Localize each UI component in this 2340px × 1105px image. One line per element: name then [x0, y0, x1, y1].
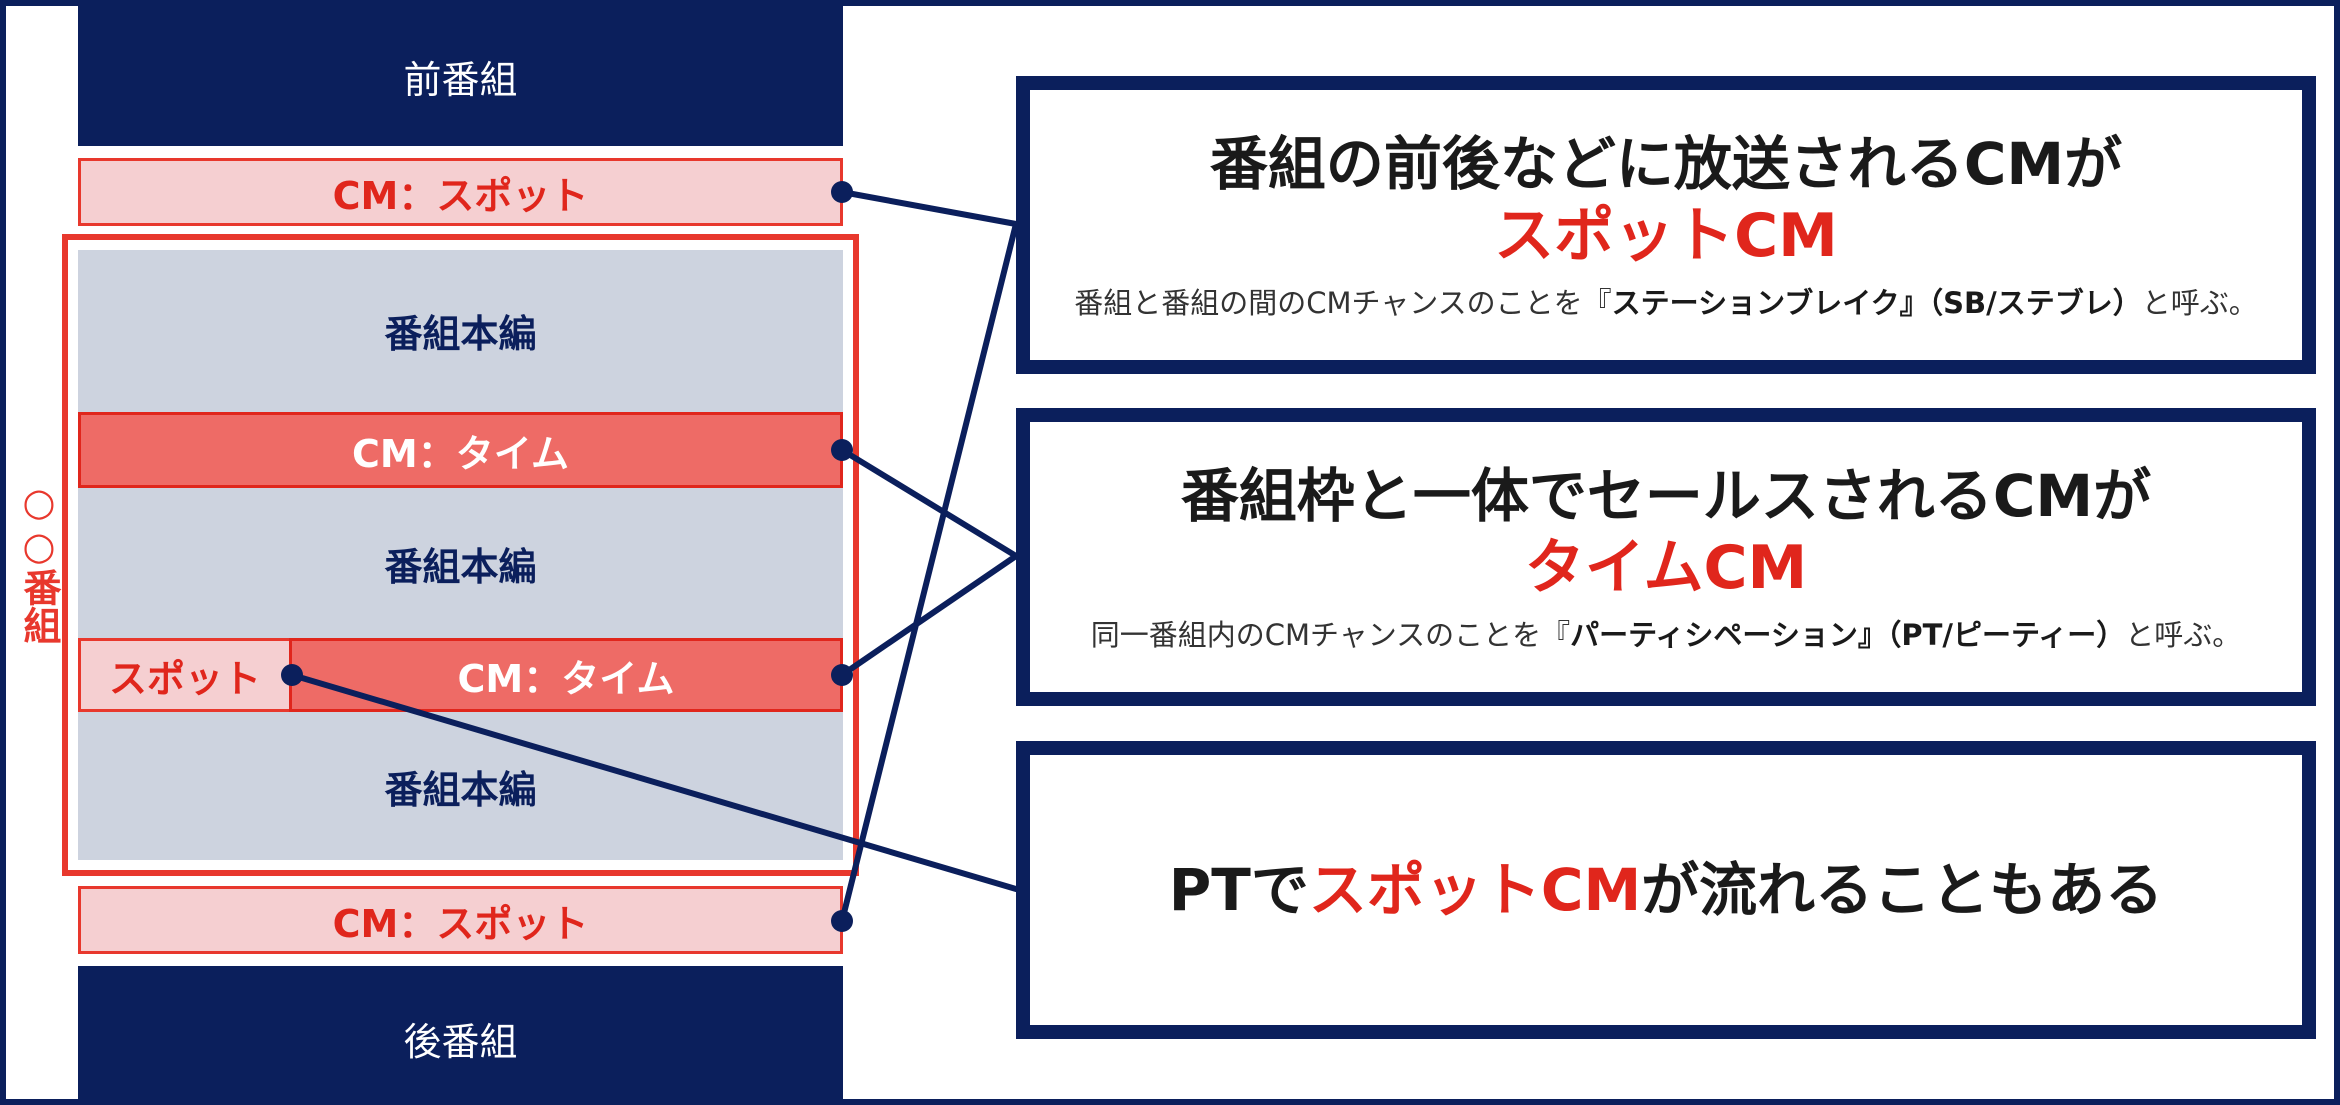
program-body-3: 番組本編	[384, 767, 537, 812]
spot-small-label: スポット	[108, 656, 261, 701]
cm-spot-top-label: CM：スポット	[332, 173, 589, 218]
dot-spot-bottom	[831, 910, 853, 932]
dot-time-1	[831, 439, 853, 461]
program-body-area	[78, 250, 843, 860]
connector-spot-top	[839, 189, 1019, 227]
pt-spot-text: PTでスポットCMが流れることもある	[1168, 855, 2164, 924]
connector-time-1	[839, 447, 1019, 559]
program-name-label: ○○番組	[17, 476, 61, 648]
time-cm-title: タイムCM	[1524, 533, 1808, 604]
cm-spot-bottom-bar: CM：スポット	[78, 886, 843, 954]
spot-cm-description: 番組と番組の間のCMチャンスのことを『ステーションブレイク』（SB/ステブレ）と…	[1074, 286, 2258, 321]
prev-program-block: 前番組	[78, 6, 843, 146]
time-cm-box: 番組枠と一体でセールスされるCMが タイムCM 同一番組内のCMチャンスのことを…	[1016, 408, 2316, 706]
program-body-2: 番組本編	[384, 544, 537, 589]
connector-lines	[281, 181, 1019, 932]
cm-spot-top-bar: CM：スポット	[78, 158, 843, 226]
program-frame	[62, 234, 859, 876]
pt-spot-box: PTでスポットCMが流れることもある	[1016, 741, 2316, 1039]
cm-time-1-label: CM：タイム	[352, 431, 569, 476]
dot-spot-small	[281, 664, 303, 686]
spot-cm-headline: 番組の前後などに放送されるCMが	[1209, 129, 2123, 198]
next-program-label: 後番組	[403, 1020, 518, 1064]
dot-time-2	[831, 664, 853, 686]
cm-time-2-label: CM：タイム	[457, 656, 675, 701]
spot-cm-title: スポットCM	[1494, 201, 1838, 272]
connector-time-2	[839, 553, 1019, 678]
prev-program-label: 前番組	[403, 57, 518, 102]
cm-spot-bottom-label: CM：スポット	[332, 901, 589, 946]
program-body-1: 番組本編	[384, 311, 537, 356]
connector-spot-bottom	[839, 221, 1019, 924]
connector-pt-spot	[289, 672, 1019, 892]
time-cm-description: 同一番組内のCMチャンスのことを『パーティシペーション』（PT/ピーティー）と呼…	[1090, 618, 2242, 653]
spot-small-bar: スポット	[78, 638, 292, 712]
cm-time-bar-1: CM：タイム	[78, 412, 843, 488]
time-cm-headline: 番組枠と一体でセールスされるCMが	[1180, 461, 2152, 530]
spot-cm-box: 番組の前後などに放送されるCMが スポットCM 番組と番組の間のCMチャンスのこ…	[1016, 76, 2316, 374]
next-program-block: 後番組	[78, 966, 843, 1099]
dot-spot-top	[831, 181, 853, 203]
